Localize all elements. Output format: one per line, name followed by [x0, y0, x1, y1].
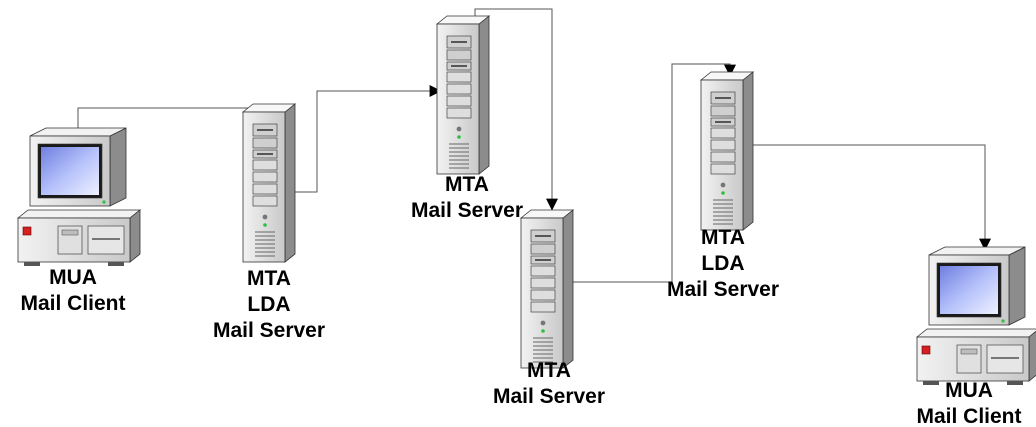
connector-server-3-to-server-4	[560, 63, 736, 283]
connector-server-1-to-server-2	[282, 85, 442, 193]
tower-server-icon	[699, 71, 755, 231]
nodes	[16, 15, 1036, 385]
desktop-computer-icon	[915, 246, 1036, 385]
connector-server-4-to-client-2	[738, 144, 991, 251]
tower-server-icon	[241, 103, 297, 263]
desktop-computer-icon	[16, 127, 142, 266]
tower-server-icon	[435, 15, 491, 175]
tower-server-icon	[519, 209, 575, 369]
